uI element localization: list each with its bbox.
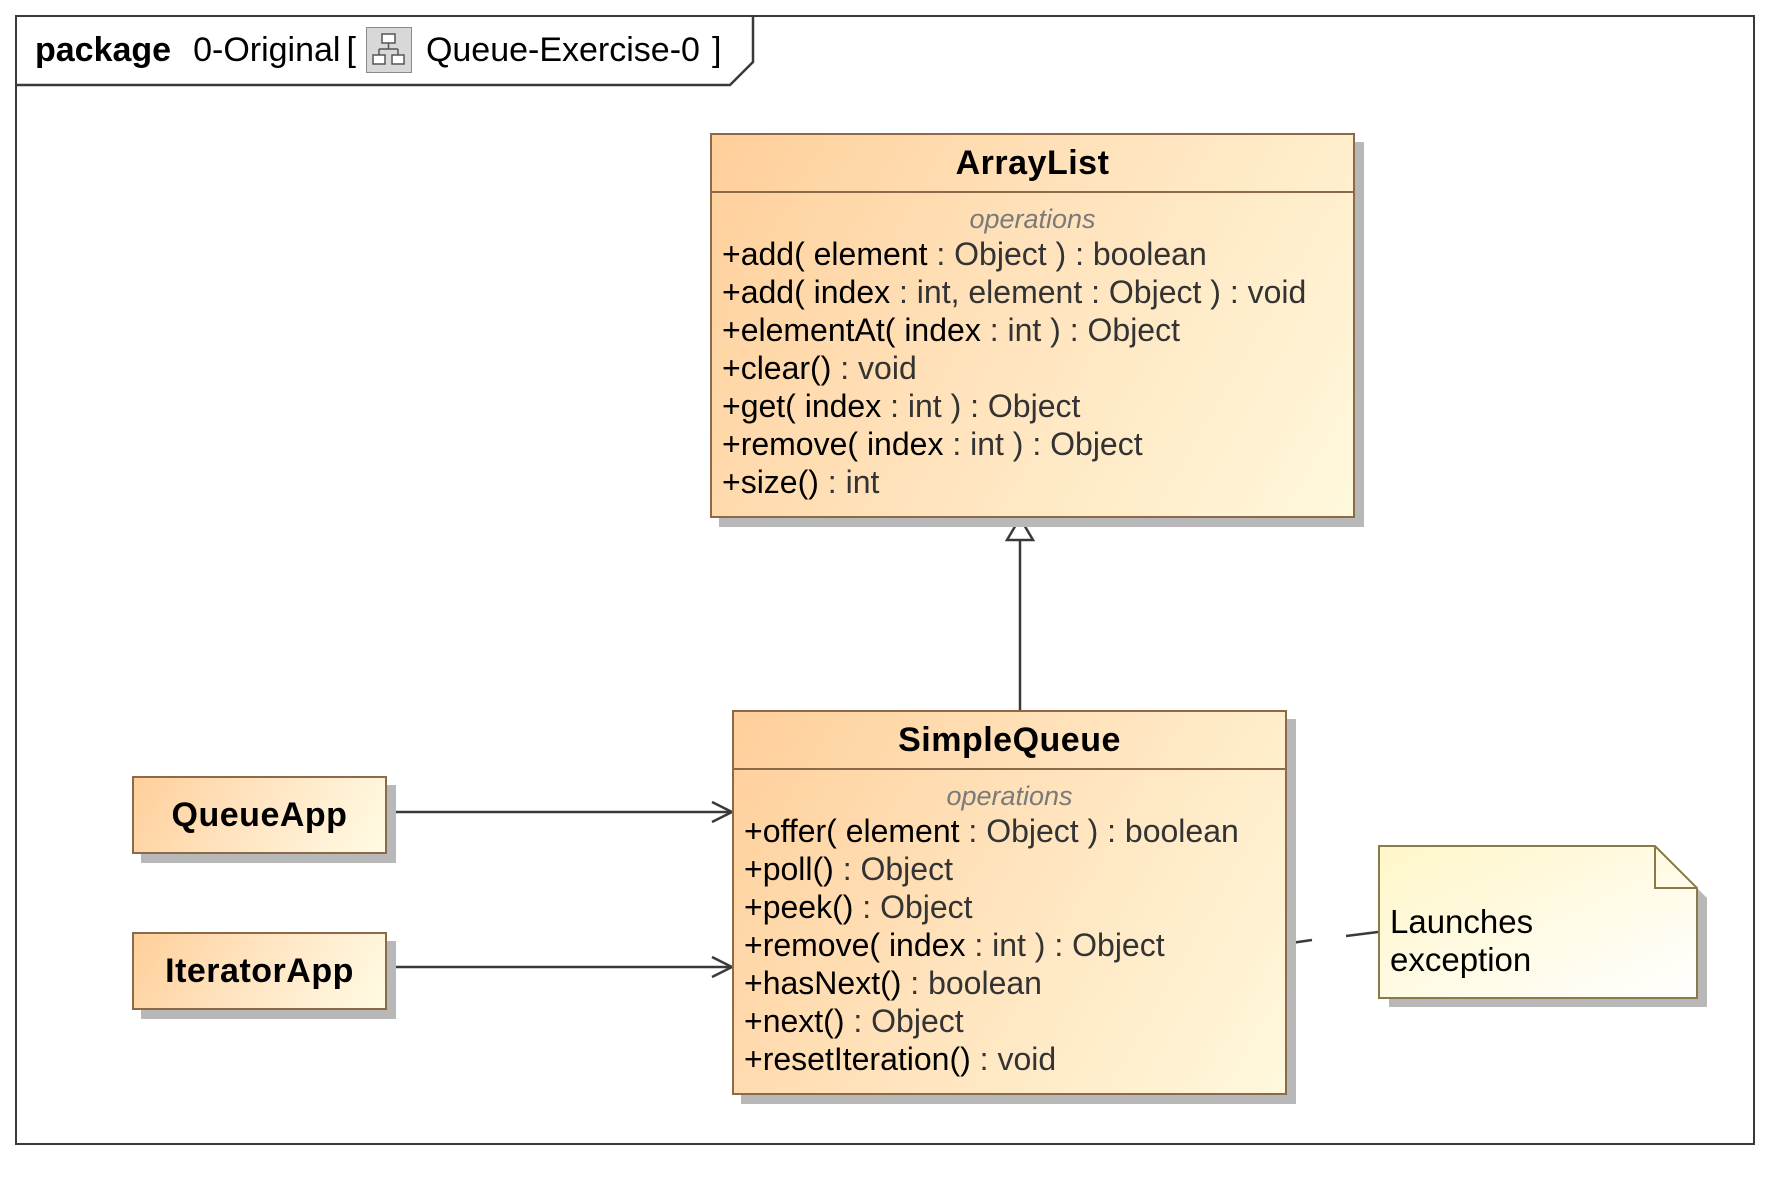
- operation: +get( index : int ) : Object: [722, 388, 1081, 424]
- note-anchor-line-a: [1283, 938, 1313, 946]
- operation: +add( index : int, element : Object ) : …: [722, 274, 1307, 310]
- operation: +offer( element : Object ) : boolean: [744, 813, 1239, 849]
- arraylist-operations-label: operations: [969, 204, 1096, 234]
- operation: +remove( index : int ) : Object: [722, 426, 1143, 462]
- note-anchor-line-b: [1345, 930, 1379, 938]
- class-simplequeue-name: SimpleQueue: [734, 712, 1285, 770]
- class-arraylist[interactable]: ArrayList operations +add( element : Obj…: [710, 133, 1355, 518]
- operation: +poll() : Object: [744, 851, 953, 887]
- package-frame: [15, 15, 1755, 1145]
- operation: +peek() : Object: [744, 889, 973, 925]
- operation: +elementAt( index : int ) : Object: [722, 312, 1180, 348]
- arraylist-operations: +add( element : Object ) : boolean +add(…: [712, 235, 1353, 501]
- note-line: Launches: [1390, 903, 1534, 940]
- diagram-name: Queue-Exercise-0: [425, 30, 700, 69]
- class-arraylist-name: ArrayList: [712, 135, 1353, 193]
- note-line: exception: [1390, 941, 1532, 978]
- bracket-close: ]: [711, 30, 722, 69]
- note[interactable]: Launches exception: [1378, 845, 1708, 1007]
- operation: +size() : int: [722, 464, 880, 500]
- class-queueapp[interactable]: QueueApp: [132, 776, 387, 854]
- class-iteratorapp-name: IteratorApp: [165, 951, 354, 990]
- simplequeue-operations: +offer( element : Object ) : boolean +po…: [734, 812, 1285, 1078]
- operation: +remove( index : int ) : Object: [744, 927, 1165, 963]
- class-queueapp-name: QueueApp: [171, 795, 348, 834]
- package-name: 0-Original: [193, 30, 341, 69]
- operation: +add( element : Object ) : boolean: [722, 236, 1207, 272]
- class-diagram-icon: [365, 27, 412, 73]
- simplequeue-operations-label: operations: [946, 781, 1073, 811]
- operation: +resetIteration() : void: [744, 1041, 1057, 1077]
- operation: +hasNext() : boolean: [744, 965, 1042, 1001]
- bracket-open: [: [346, 30, 356, 69]
- operation: +next() : Object: [744, 1003, 964, 1039]
- class-simplequeue[interactable]: SimpleQueue operations +offer( element :…: [732, 710, 1287, 1095]
- operation: +clear() : void: [722, 350, 917, 386]
- package-tab-outline: [16, 16, 755, 87]
- note-shape: [1378, 845, 1707, 1007]
- class-iteratorapp[interactable]: IteratorApp: [132, 932, 387, 1010]
- package-keyword: package: [35, 30, 172, 69]
- generalization-arrowhead: [1004, 515, 1036, 542]
